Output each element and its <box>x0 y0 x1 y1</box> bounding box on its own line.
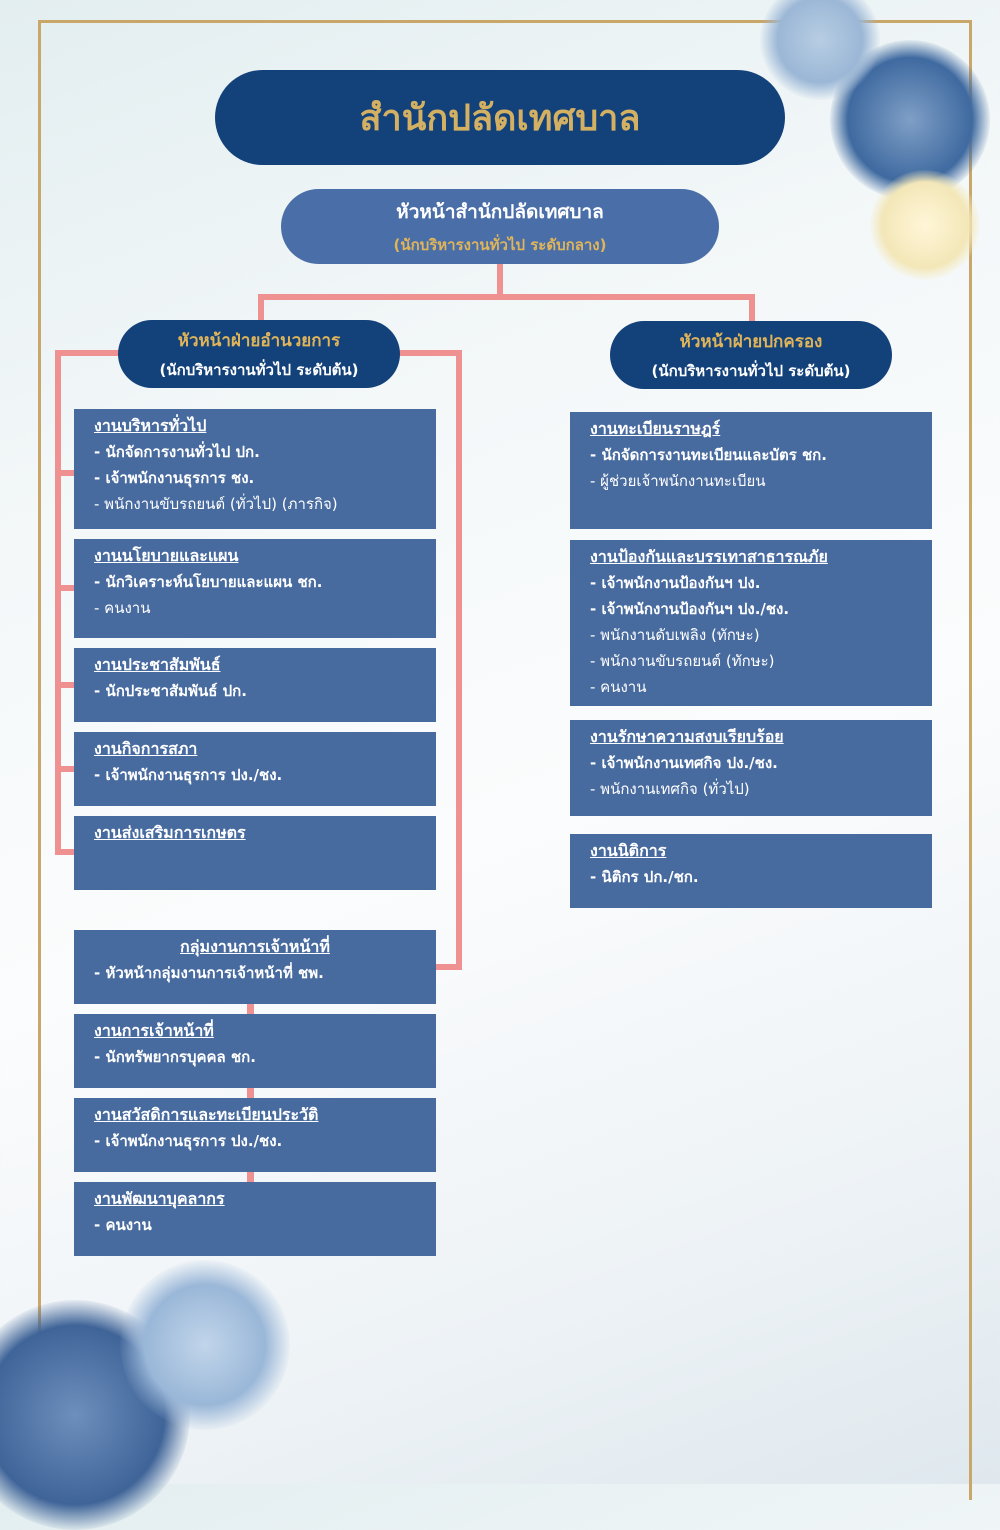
connector <box>55 585 75 591</box>
unit-item: - ผู้ช่วยเจ้าพนักงานทะเบียน <box>590 472 766 490</box>
unit-item: - เจ้าพนักงานธุรการ ปง./ชง. <box>94 766 283 784</box>
unit-box: งานป้องกันและบรรเทาสาธารณภัย - เจ้าพนักงา… <box>570 540 932 706</box>
connector <box>55 682 75 688</box>
connector <box>749 294 755 322</box>
unit-item: - นักจัดการงานทั่วไป ปก. <box>94 443 260 461</box>
unit-item: - นักจัดการงานทะเบียนและบัตร ชก. <box>590 446 827 464</box>
unit-heading: งานนโยบายและแผน <box>94 546 239 565</box>
unit-heading: งานนิติการ <box>590 841 667 860</box>
unit-item: - คนงาน <box>94 1216 152 1234</box>
unit-box: กลุ่มงานการเจ้าหน้าที่ - หัวหน้ากลุ่มงานก… <box>74 930 436 1004</box>
left-division-subtitle: (นักบริหารงานทั่วไป ระดับต้น) <box>159 360 359 379</box>
right-division-subtitle: (นักบริหารงานทั่วไป ระดับต้น) <box>651 361 851 380</box>
flower-decoration <box>120 1260 290 1430</box>
connector <box>55 350 61 855</box>
head-subtitle: (นักบริหารงานทั่วไป ระดับกลาง) <box>393 235 607 254</box>
unit-box: งานบริหารทั่วไป - นักจัดการงานทั่วไป ปก. -… <box>74 409 436 529</box>
unit-item: - นักทรัพยากรบุคคล ชก. <box>94 1048 256 1066</box>
unit-item: - เจ้าพนักงานเทศกิจ ปง./ชง. <box>590 754 778 772</box>
left-division-title: หัวหน้าฝ่ายอำนวยการ <box>177 330 341 351</box>
unit-box: งานรักษาความสงบเรียบร้อย - เจ้าพนักงานเทศ… <box>570 720 932 816</box>
left-division-node: หัวหน้าฝ่ายอำนวยการ (นักบริหารงานทั่วไป … <box>118 320 400 388</box>
flower-decoration <box>760 0 880 100</box>
unit-item: - เจ้าพนักงานธุรการ ชง. <box>94 469 255 487</box>
unit-item: - คนงาน <box>94 599 151 617</box>
unit-box: งานนโยบายและแผน - นักวิเคราะห์นโยบายและแผ… <box>74 539 436 638</box>
unit-heading: งานสวัสดิการและทะเบียนประวัติ <box>94 1105 319 1124</box>
unit-item: - คนงาน <box>590 678 647 696</box>
connector <box>436 964 462 970</box>
unit-item: - พนักงานขับรถยนต์ (ทักษะ) <box>590 652 775 670</box>
head-title: หัวหน้าสำนักปลัดเทศบาล <box>396 200 604 223</box>
right-division-title: หัวหน้าฝ่ายปกครอง <box>679 331 823 352</box>
title-text: สำนักปลัดเทศบาล <box>359 97 641 139</box>
connector <box>55 849 75 855</box>
unit-item: - หัวหน้ากลุ่มงานการเจ้าหน้าที่ ชพ. <box>94 964 324 982</box>
connector <box>497 264 503 298</box>
unit-box: งานพัฒนาบุคลากร - คนงาน <box>74 1182 436 1256</box>
unit-heading: งานบริหารทั่วไป <box>94 416 207 435</box>
right-division-node: หัวหน้าฝ่ายปกครอง (นักบริหารงานทั่วไป ระ… <box>610 321 892 389</box>
flower-decoration <box>870 170 980 280</box>
connector <box>258 294 264 322</box>
unit-box: งานการเจ้าหน้าที่ - นักทรัพยากรบุคคล ชก. <box>74 1014 436 1088</box>
unit-heading: งานส่งเสริมการเกษตร <box>94 823 246 842</box>
unit-heading: งานทะเบียนราษฎร์ <box>590 419 721 438</box>
unit-box: งานส่งเสริมการเกษตร <box>74 816 436 890</box>
connector <box>456 350 462 970</box>
connector <box>55 350 125 356</box>
connector <box>395 350 462 356</box>
unit-heading: งานกิจการสภา <box>94 739 198 758</box>
unit-item: - นักวิเคราะห์นโยบายและแผน ชก. <box>94 573 323 591</box>
unit-box: งานนิติการ - นิติกร ปก./ชก. <box>570 834 932 908</box>
decorative-frame <box>38 20 972 1500</box>
unit-item: - พนักงานเทศกิจ (ทั่วไป) <box>590 780 750 798</box>
connector <box>247 1004 254 1184</box>
unit-item: - เจ้าพนักงานธุรการ ปง./ชง. <box>94 1132 283 1150</box>
unit-item: - นักประชาสัมพันธ์ ปก. <box>94 682 247 700</box>
unit-item: - นิติกร ปก./ชก. <box>590 868 699 886</box>
head-node: หัวหน้าสำนักปลัดเทศบาล (นักบริหารงานทั่ว… <box>281 189 719 264</box>
page-title: สำนักปลัดเทศบาล <box>215 70 785 165</box>
unit-heading: งานป้องกันและบรรเทาสาธารณภัย <box>590 547 828 566</box>
unit-box: งานสวัสดิการและทะเบียนประวัติ - เจ้าพนักง… <box>74 1098 436 1172</box>
unit-box: งานทะเบียนราษฎร์ - นักจัดการงานทะเบียนและ… <box>570 412 932 529</box>
unit-heading: กลุ่มงานการเจ้าหน้าที่ <box>180 937 330 956</box>
unit-item: - พนักงานดับเพลิง (ทักษะ) <box>590 626 760 644</box>
unit-heading: งานพัฒนาบุคลากร <box>94 1189 225 1208</box>
unit-item: - เจ้าพนักงานป้องกันฯ ปง. <box>590 574 761 592</box>
unit-heading: งานการเจ้าหน้าที่ <box>94 1021 214 1040</box>
unit-heading: งานประชาสัมพันธ์ <box>94 655 221 674</box>
unit-item: - พนักงานขับรถยนต์ (ทั่วไป) (ภารกิจ) <box>94 495 338 513</box>
connector <box>55 766 75 772</box>
unit-heading: งานรักษาความสงบเรียบร้อย <box>590 727 784 746</box>
unit-box: งานกิจการสภา - เจ้าพนักงานธุรการ ปง./ชง. <box>74 732 436 806</box>
unit-item: - เจ้าพนักงานป้องกันฯ ปง./ชง. <box>590 600 790 618</box>
connector <box>55 470 75 476</box>
unit-box: งานประชาสัมพันธ์ - นักประชาสัมพันธ์ ปก. <box>74 648 436 722</box>
connector <box>258 294 755 300</box>
